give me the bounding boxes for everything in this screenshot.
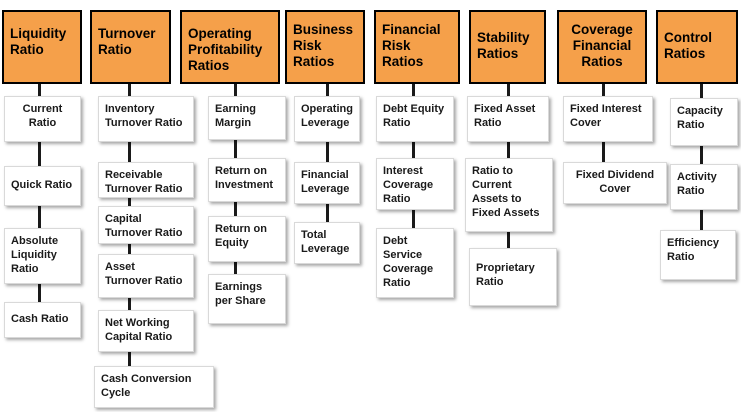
item-fixed-dividend-cover: Fixed Dividend Cover — [563, 162, 667, 204]
connector — [128, 198, 131, 206]
connector — [700, 146, 703, 164]
item-total-leverage: Total Leverage — [294, 222, 360, 264]
connector — [507, 232, 510, 248]
connector — [507, 84, 510, 96]
connector — [234, 202, 237, 216]
item-earning-margin: Earning Margin — [208, 96, 286, 140]
item-absolute-liquidity-ratio: Absolute Liquidity Ratio — [4, 228, 81, 284]
item-current-ratio: Current Ratio — [4, 96, 81, 142]
item-efficiency-ratio: Efficiency Ratio — [660, 230, 736, 280]
item-fixed-asset-ratio: Fixed Asset Ratio — [467, 96, 549, 142]
item-quick-ratio: Quick Ratio — [4, 166, 81, 206]
connector — [326, 142, 329, 162]
item-activity-ratio: Activity Ratio — [670, 164, 738, 210]
item-financial-leverage: Financial Leverage — [294, 162, 360, 204]
connector — [128, 84, 131, 96]
header-turnover-ratio: Turnover Ratio — [90, 10, 171, 84]
item-interest-coverage-ratio: Interest Coverage Ratio — [376, 158, 454, 210]
header-control-ratios: Control Ratios — [656, 10, 738, 84]
item-debt-service-coverage-ratio: Debt Service Coverage Ratio — [376, 228, 454, 298]
item-fixed-interest-cover: Fixed Interest Cover — [563, 96, 653, 142]
connector — [412, 142, 415, 158]
item-earnings-per-share: Earnings per Share — [208, 274, 286, 324]
connector — [412, 210, 415, 228]
header-financial-risk-ratios: Financial Risk Ratios — [374, 10, 460, 84]
connector — [234, 84, 237, 96]
item-proprietary-ratio: Proprietary Ratio — [469, 248, 557, 306]
connector — [602, 142, 605, 162]
item-ratio-to-current-assets-to-fixed-assets: Ratio to Current Assets to Fixed Assets — [465, 158, 553, 232]
connector — [412, 84, 415, 96]
item-debt-equity-ratio: Debt Equity Ratio — [376, 96, 454, 142]
item-cash-conversion-cycle: Cash Conversion Cycle — [94, 366, 214, 408]
connector — [38, 142, 41, 166]
header-stability-ratios: Stability Ratios — [469, 10, 546, 84]
item-cash-ratio: Cash Ratio — [4, 302, 81, 338]
connector — [38, 284, 41, 302]
item-asset-turnover-ratio: Asset Turnover Ratio — [98, 254, 194, 298]
header-coverage-financial-ratios: Coverage Financial Ratios — [557, 10, 647, 84]
connector — [602, 84, 605, 96]
connector — [700, 210, 703, 230]
header-operating-profitability-ratios: Operating Profitability Ratios — [180, 10, 280, 84]
connector — [38, 206, 41, 228]
item-return-on-investment: Return on Investment — [208, 158, 286, 202]
header-business-risk-ratios: Business Risk Ratios — [285, 10, 365, 84]
connector — [128, 352, 131, 366]
connector — [326, 204, 329, 222]
connector — [234, 262, 237, 274]
connector — [234, 140, 237, 158]
item-net-working-capital-ratio: Net Working Capital Ratio — [98, 310, 194, 352]
connector — [38, 84, 41, 96]
connector — [326, 84, 329, 96]
header-liquidity-ratio: Liquidity Ratio — [2, 10, 82, 84]
connector — [700, 84, 703, 98]
connector — [128, 142, 131, 162]
connector — [507, 142, 510, 158]
connector — [128, 298, 131, 310]
item-capacity-ratio: Capacity Ratio — [670, 98, 738, 146]
item-inventory-turnover-ratio: Inventory Turnover Ratio — [98, 96, 194, 142]
connector — [128, 244, 131, 254]
item-receivable-turnover-ratio: Receivable Turnover Ratio — [98, 162, 194, 198]
item-capital-turnover-ratio: Capital Turnover Ratio — [98, 206, 194, 244]
item-operating-leverage: Operating Leverage — [294, 96, 360, 142]
item-return-on-equity: Return on Equity — [208, 216, 286, 262]
